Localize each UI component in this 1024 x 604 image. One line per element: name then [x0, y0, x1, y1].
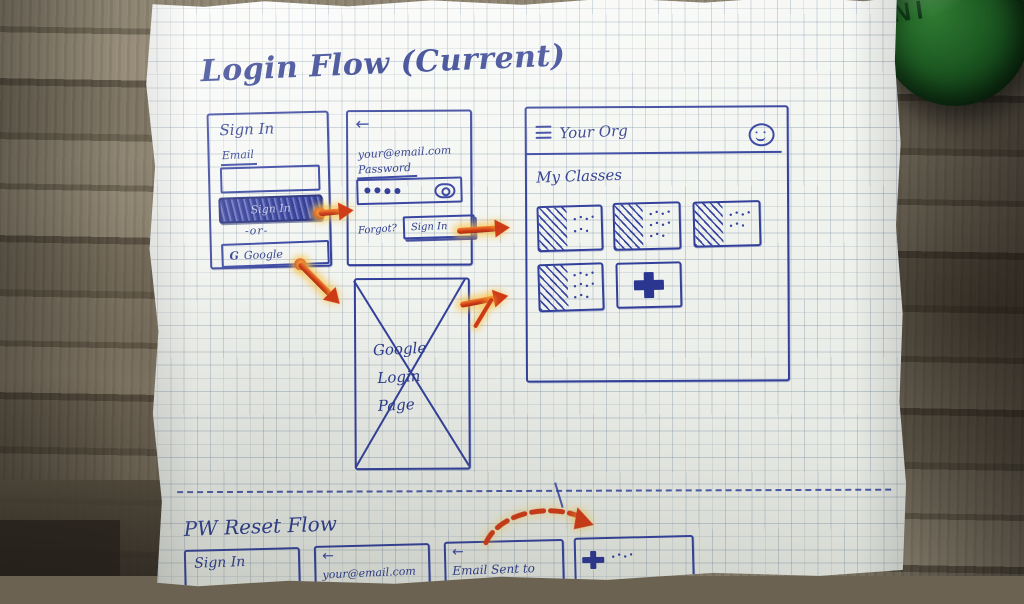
plus-icon	[634, 272, 665, 299]
email-input[interactable]	[220, 165, 321, 194]
reset-sent-heading: Email Sent to	[452, 561, 536, 578]
class-card-text-line	[648, 209, 674, 216]
google-placeholder-line-1: Google	[372, 338, 427, 360]
or-divider-label: -or-	[244, 224, 269, 238]
class-card[interactable]	[692, 200, 761, 248]
graph-paper-sheet: Login Flow (Current) Sign In Email Sign …	[143, 0, 910, 590]
class-card-text-line	[571, 271, 595, 278]
class-card-text-line	[648, 232, 668, 238]
class-card[interactable]	[536, 204, 603, 252]
arrow-password-to-dashboard	[457, 220, 508, 239]
reset-signin-heading: Sign In	[193, 554, 246, 572]
class-card-text-line	[572, 227, 588, 233]
class-card[interactable]	[612, 201, 681, 251]
password-signin-button-label: Sign In	[410, 221, 448, 234]
google-signin-button-label: Google	[243, 247, 284, 262]
signin-primary-button[interactable]: Sign In	[218, 194, 323, 223]
eye-icon[interactable]	[434, 183, 455, 198]
class-card-thumbnail	[538, 207, 567, 250]
google-signin-button[interactable]: G Google	[221, 240, 330, 268]
add-class-card[interactable]	[615, 261, 682, 308]
pw-reset-title: PW Reset Flow	[183, 511, 338, 542]
password-dot	[384, 188, 390, 194]
class-card-thumbnail	[539, 265, 568, 310]
class-card-text-line	[572, 282, 594, 289]
google-placeholder-line-3: Page	[377, 395, 416, 415]
reset-email-back-arrow-icon[interactable]: ←	[322, 548, 335, 565]
class-card-text-line	[572, 293, 590, 300]
password-field-label: Password	[357, 160, 412, 177]
class-card-text-line	[728, 221, 744, 227]
section-divider	[177, 489, 891, 493]
arrow-reset-email-to-confirm	[481, 495, 612, 557]
desk-dark-plank-2	[0, 520, 120, 576]
signin-heading: Sign In	[219, 119, 275, 140]
password-dot	[364, 187, 370, 193]
arrow-signin-to-password	[318, 202, 353, 221]
password-dot	[374, 187, 380, 193]
reset-sent-back-arrow-icon[interactable]: ←	[451, 544, 464, 561]
signin-primary-button-label: Sign In	[250, 201, 292, 217]
google-placeholder-line-2: Login	[376, 366, 421, 388]
class-card-text-line	[572, 215, 594, 222]
class-card-thumbnail	[694, 203, 723, 246]
password-back-arrow-icon[interactable]: ←	[355, 114, 370, 135]
class-card[interactable]	[537, 262, 604, 312]
reset-confirm-text-line	[610, 552, 632, 558]
class-card-thumbnail	[615, 204, 644, 249]
dashboard-section-heading: My Classes	[535, 165, 623, 187]
dashboard-org-title: Your Org	[559, 121, 629, 143]
password-dot	[394, 188, 400, 194]
email-field-label: Email	[221, 147, 255, 163]
hamburger-icon[interactable]	[535, 126, 551, 143]
class-card-text-line	[648, 220, 674, 227]
google-icon: G	[229, 248, 240, 263]
class-card-text-line	[728, 210, 752, 217]
page-title: Login Flow (Current)	[199, 38, 567, 90]
